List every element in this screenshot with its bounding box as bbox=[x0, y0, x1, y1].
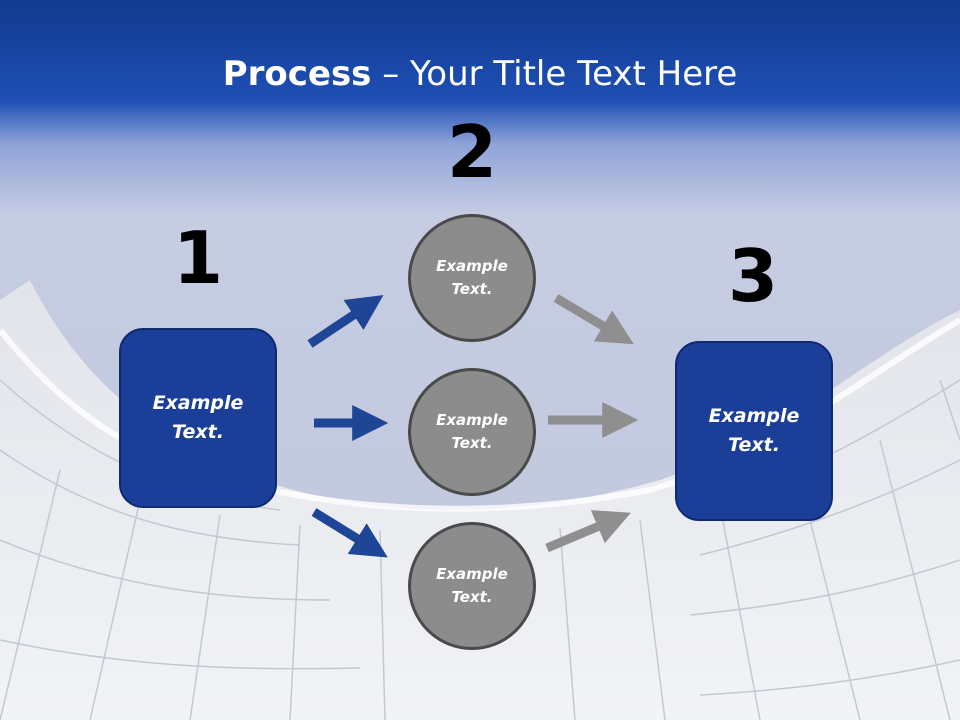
start-box-label: Example Text. bbox=[152, 392, 244, 443]
step-number-3: 3 bbox=[727, 234, 779, 318]
circle-bottom-label: Example Text. bbox=[436, 565, 508, 606]
slide-title: Process – Your Title Text Here bbox=[0, 52, 960, 96]
title-rest: – Your Title Text Here bbox=[371, 54, 738, 94]
circle-top: Example Text. bbox=[408, 214, 536, 342]
step-number-1: 1 bbox=[172, 216, 224, 300]
circle-bottom: Example Text. bbox=[408, 522, 536, 650]
circle-middle: Example Text. bbox=[408, 368, 536, 496]
circle-middle-label: Example Text. bbox=[436, 411, 508, 452]
start-box: Example Text. bbox=[119, 328, 277, 508]
end-box-label: Example Text. bbox=[708, 405, 800, 456]
title-bold: Process bbox=[222, 54, 372, 94]
step-number-2: 2 bbox=[446, 110, 498, 194]
circle-top-label: Example Text. bbox=[436, 257, 508, 298]
end-box: Example Text. bbox=[675, 341, 833, 521]
